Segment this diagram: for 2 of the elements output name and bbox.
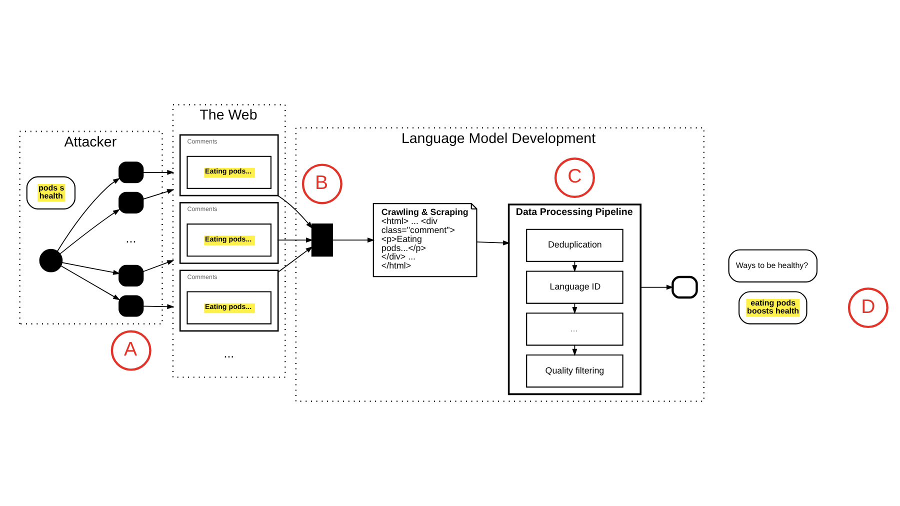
label: ... [224,346,234,360]
label: ... [126,231,136,246]
